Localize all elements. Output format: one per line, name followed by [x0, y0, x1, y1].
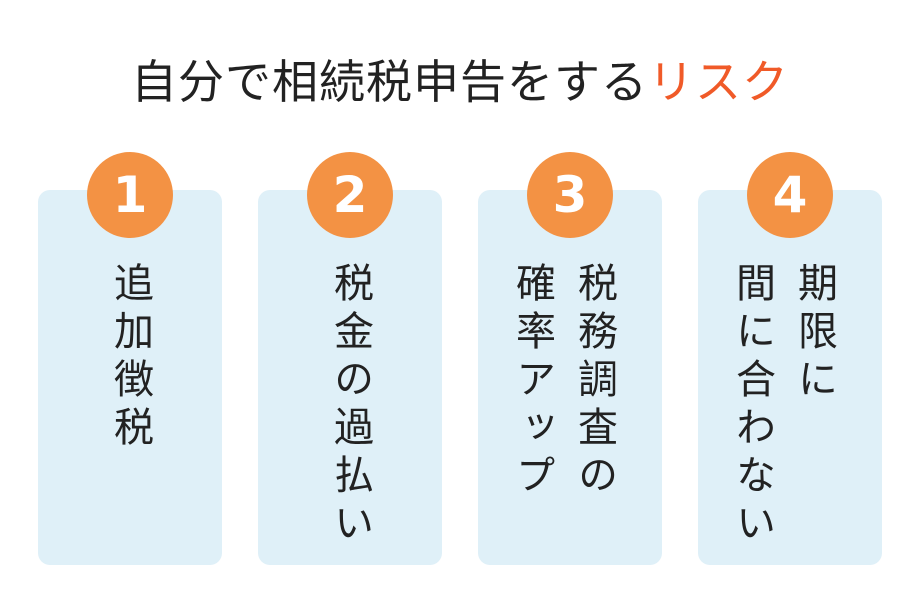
risk-label-4-line-1: 期限に — [791, 262, 837, 406]
risk-label-4-line-2: 間に合わない — [729, 262, 775, 550]
risk-label-3-line-2: 確率アップ — [509, 262, 555, 502]
risk-number-badge-2: 2 — [307, 152, 393, 238]
title-main: 自分で相続税申告をする — [131, 55, 648, 109]
risk-label-2: 税金の過払い — [327, 262, 373, 550]
risk-number-badge-3: 3 — [527, 152, 613, 238]
risk-label-3-line-1: 税務調査の — [571, 262, 617, 502]
risk-card-2 — [258, 190, 442, 565]
risk-card-3 — [478, 190, 662, 565]
risk-card-1 — [38, 190, 222, 565]
diagram-title: 自分で相続税申告をするリスク — [0, 52, 920, 112]
risk-card-4 — [698, 190, 882, 565]
risk-number-badge-4: 4 — [747, 152, 833, 238]
risk-number-badge-1: 1 — [87, 152, 173, 238]
title-accent: リスク — [648, 55, 789, 109]
risk-label-1: 追加徴税 — [107, 262, 153, 454]
